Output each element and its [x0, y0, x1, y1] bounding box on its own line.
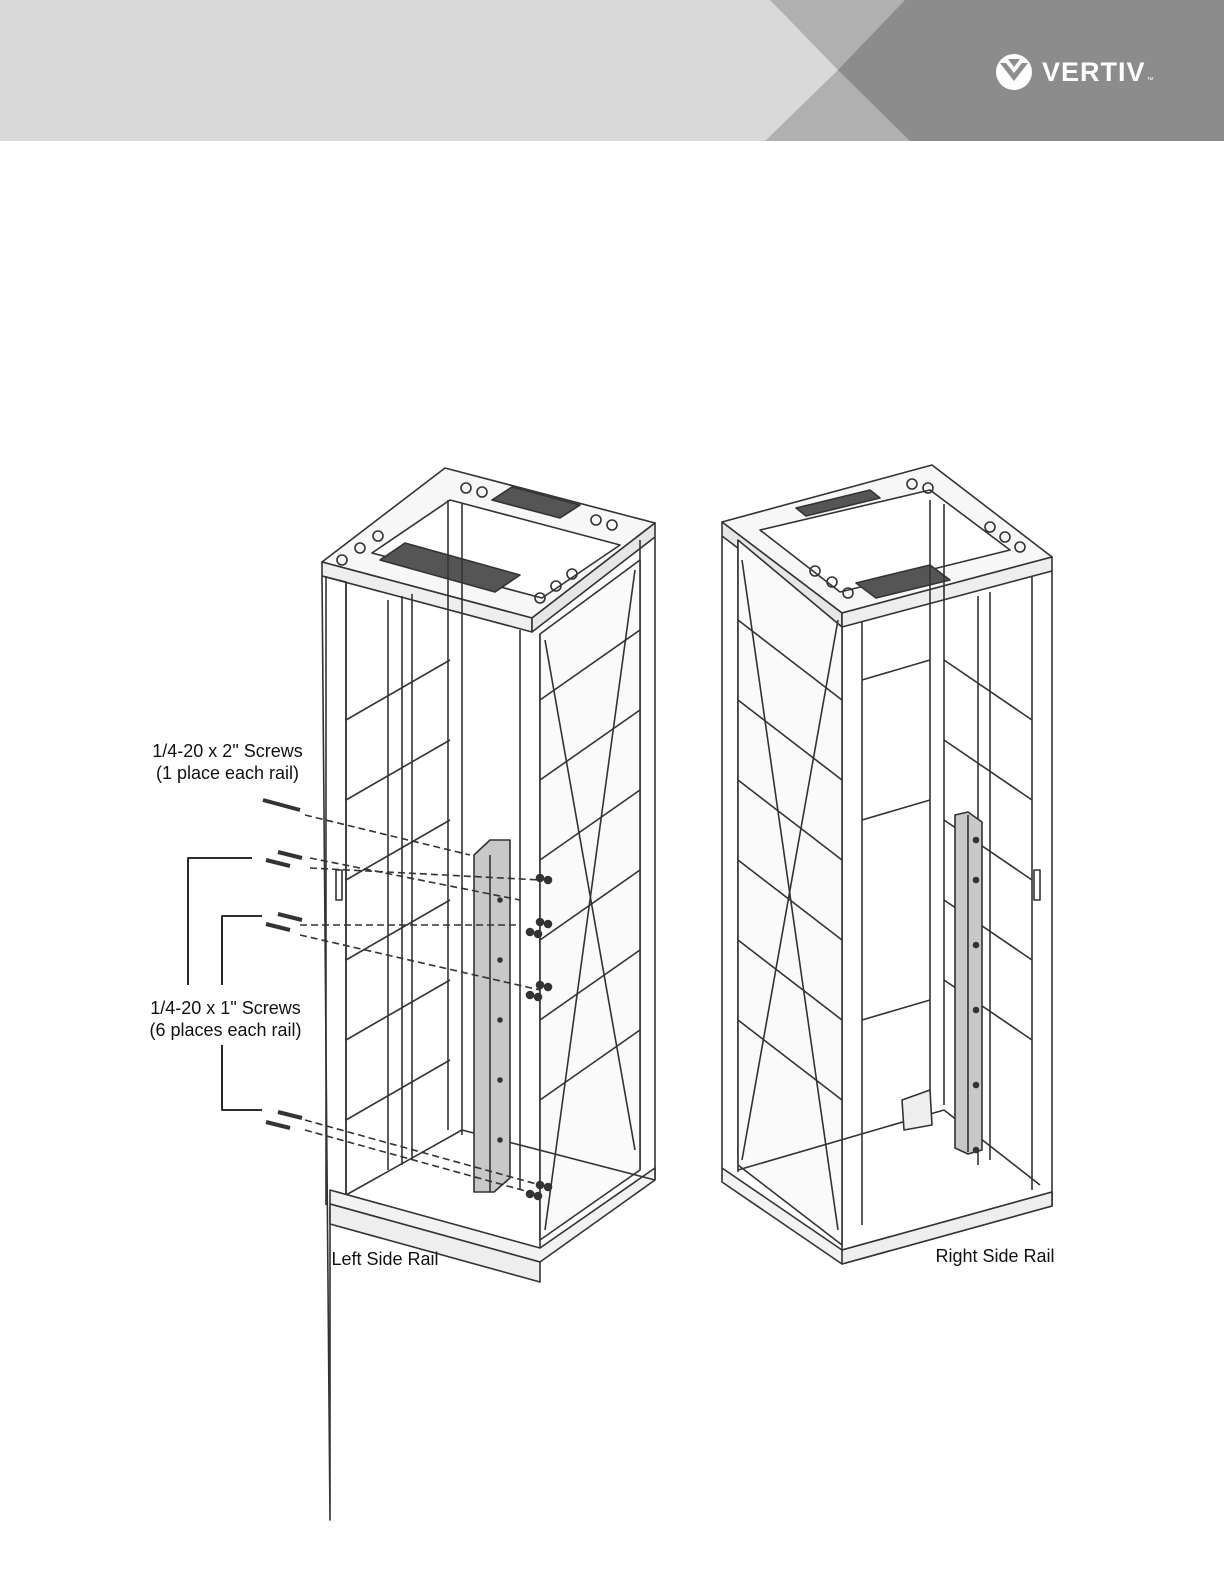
- right-side-rail-caption: Right Side Rail: [925, 1245, 1065, 1267]
- left-side-rail: [474, 840, 510, 1192]
- callout-2in-line2: (1 place each rail): [140, 762, 315, 784]
- callout-brackets: [188, 858, 262, 1110]
- right-rack-frame: [722, 465, 1052, 1264]
- left-side-rail-caption: Left Side Rail: [320, 1248, 450, 1270]
- callout-1in-screws: 1/4-20 x 1" Screws (6 places each rail): [138, 997, 313, 1041]
- right-side-rail: [955, 812, 982, 1154]
- callout-2in-screws: 1/4-20 x 2" Screws (1 place each rail): [140, 740, 315, 784]
- callout-1in-line1: 1/4-20 x 1" Screws: [138, 997, 313, 1019]
- callout-1in-line2: (6 places each rail): [138, 1019, 313, 1041]
- callout-2in-line1: 1/4-20 x 2" Screws: [140, 740, 315, 762]
